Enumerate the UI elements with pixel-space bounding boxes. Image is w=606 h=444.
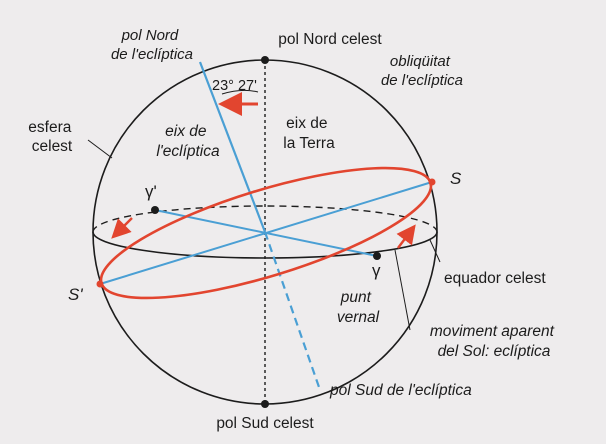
solstice-line (99, 181, 433, 285)
gamma-prime-label: γ' (145, 182, 157, 201)
celestial-sphere-label: esfera celest (28, 119, 75, 155)
vernal-point-label: punt vernal (337, 289, 380, 326)
obliquity-angle-label: 23° 27' (212, 78, 257, 94)
celestial-south-pole-label: pol Sud celest (216, 415, 314, 432)
gamma-label: γ (372, 261, 381, 280)
celestial-equator-label: equador celest (444, 270, 546, 287)
apparent-sun-motion-label: moviment aparent del Sol: eclíptica (430, 323, 558, 360)
ecliptic-south-pole-label: pol Sud de l'eclíptica (329, 382, 472, 399)
gamma-dot (373, 252, 381, 260)
equator-leader (429, 239, 441, 263)
point-S-prime-label: S' (68, 285, 83, 304)
obliquity-label: obliqüitat de l'eclíptica (381, 53, 463, 89)
ecliptic-arrow-left (111, 217, 133, 239)
earth-axis-label: eix de la Terra (283, 115, 335, 152)
ecliptic-axis-line (198, 61, 267, 233)
ecliptic-north-pole-label: pol Nord de l'eclíptica (111, 27, 193, 63)
celestial-north-pole-dot (261, 56, 269, 64)
point-S-dot (428, 178, 436, 186)
point-S-label: S (450, 169, 462, 188)
celestial-north-pole-label: pol Nord celest (278, 31, 382, 48)
point-S-prime-dot (96, 280, 104, 288)
ecliptic-axis-label: eix de l'eclíptica (156, 123, 220, 160)
ecliptic-arrow-right (396, 224, 416, 249)
sphere-leader (87, 139, 113, 159)
gamma-prime-dot (151, 206, 159, 214)
sun-motion-leader (394, 249, 411, 331)
celestial-south-pole-dot (261, 400, 269, 408)
ecliptic-axis-lower (263, 231, 322, 391)
